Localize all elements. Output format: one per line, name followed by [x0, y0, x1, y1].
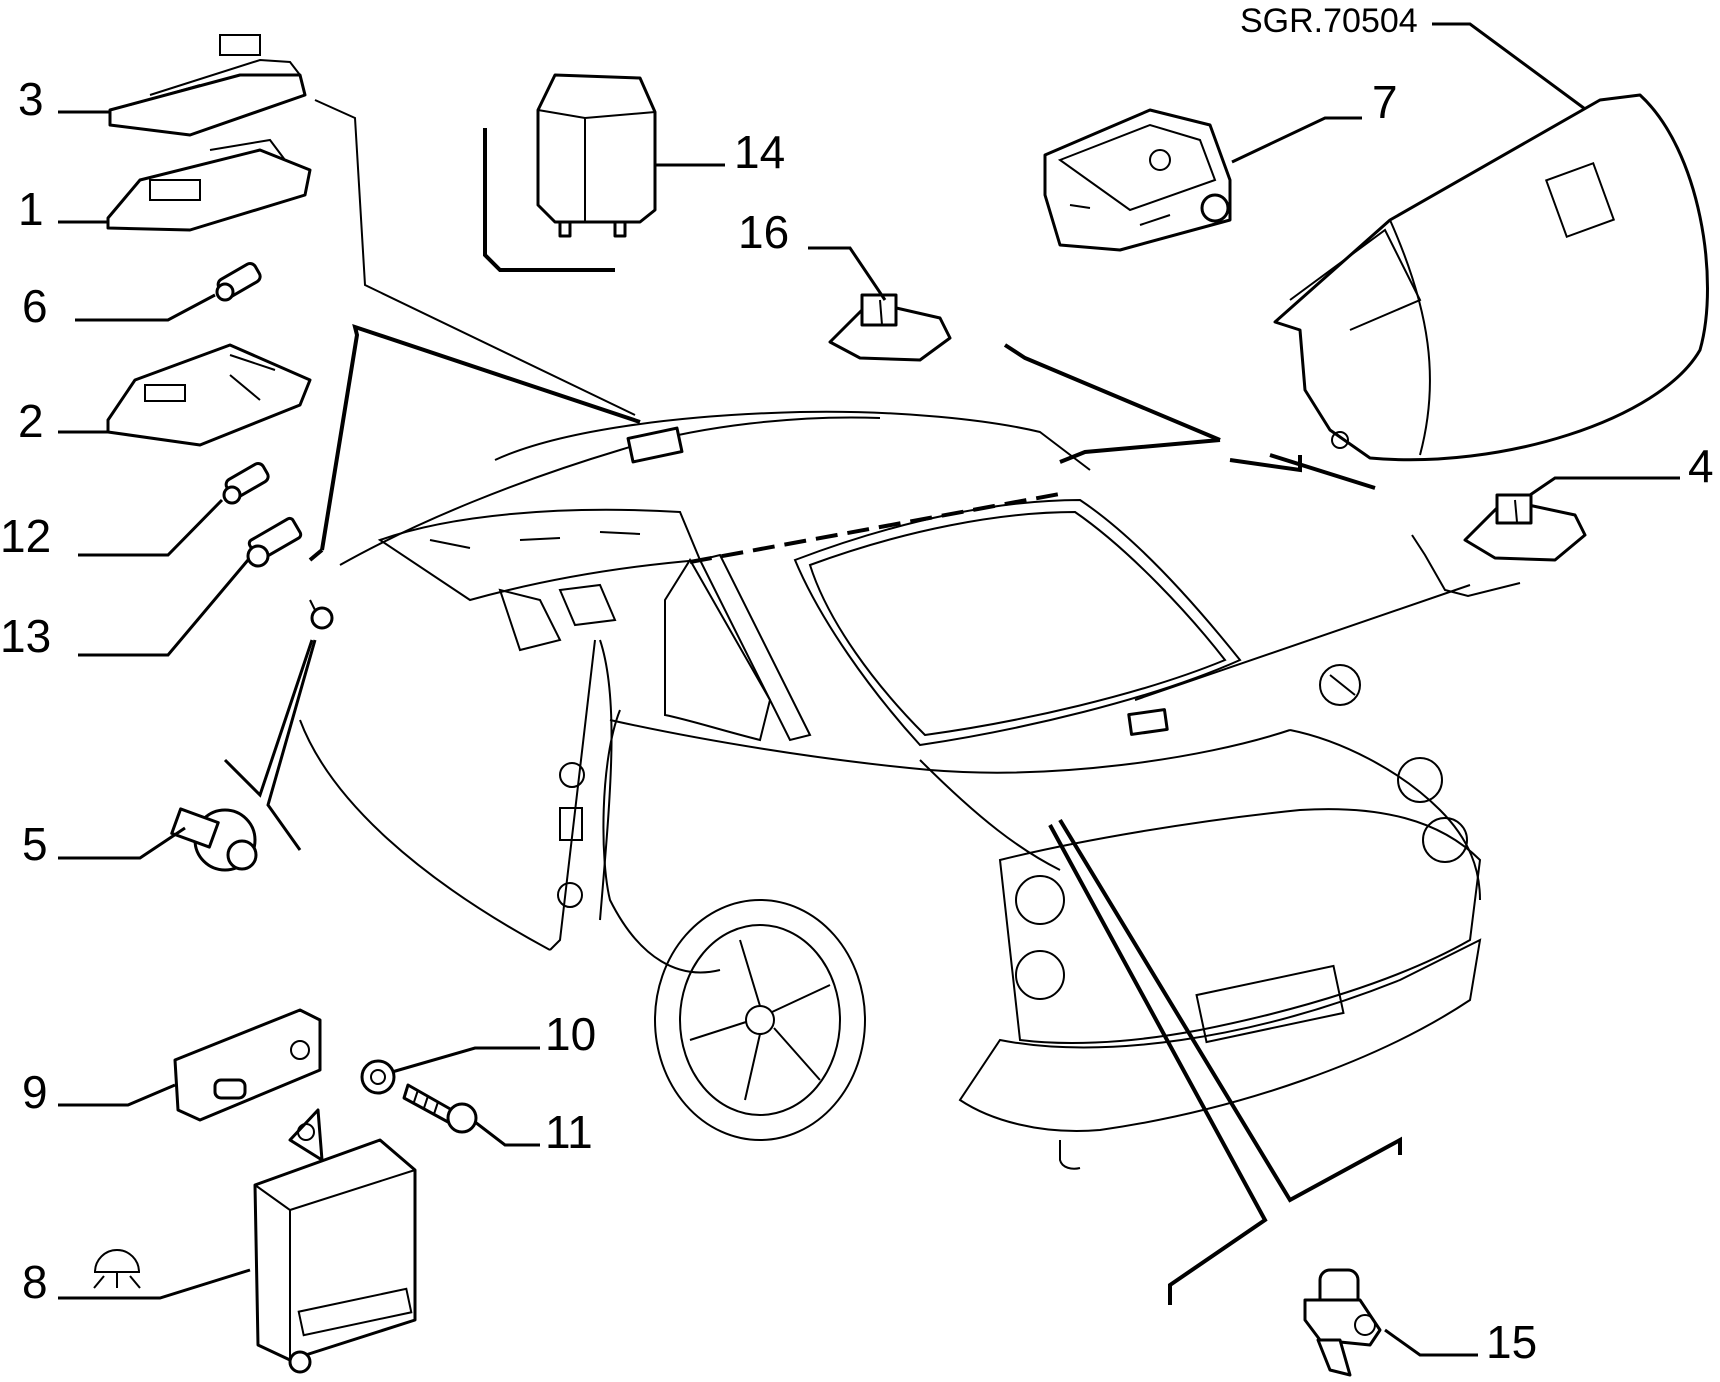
callout-4: 4 [1688, 440, 1714, 492]
callout-16: 16 [738, 206, 789, 258]
callout-3: 3 [18, 73, 44, 125]
leader-7 [1231, 116, 1362, 164]
callout-7: 7 [1372, 76, 1398, 128]
leader-5-car [223, 639, 314, 798]
callout-5: 5 [22, 818, 48, 870]
relay-location-bracket [483, 128, 615, 272]
location-lines [308, 99, 1521, 1305]
callout-8: 8 [22, 1256, 48, 1308]
part-9-bracket [173, 1008, 322, 1122]
callout-1: 1 [18, 183, 44, 235]
part-3-courtesy-light-housing [108, 34, 307, 137]
callout-11: 11 [545, 1106, 593, 1158]
part-15-bonnet-switch [1303, 1268, 1382, 1377]
part-1-courtesy-light [106, 138, 312, 232]
part-2-courtesy-light [106, 343, 312, 447]
part-12-bulb [222, 462, 270, 505]
part-4-light [1463, 493, 1587, 562]
callout-9: 9 [22, 1066, 48, 1118]
part-16-light [828, 293, 952, 362]
callout-10: 10 [545, 1008, 596, 1060]
part-6-bulb [215, 262, 262, 302]
callout-13: 13 [0, 610, 51, 662]
part-11-screw [402, 1083, 478, 1134]
callout-15: 15 [1486, 1316, 1537, 1368]
leader-15 [1384, 1328, 1478, 1357]
callout-2: 2 [18, 395, 44, 447]
leader-8 [58, 1268, 251, 1300]
part-8-control-unit [253, 1108, 417, 1374]
leader-6 [75, 293, 216, 322]
part-13-bulb [246, 516, 303, 568]
glove-box [1273, 93, 1709, 462]
reference-leader [1432, 22, 1601, 122]
drawing-reference: SGR.70504 [1240, 2, 1418, 40]
leader-5 [58, 826, 186, 860]
part-10-washer [360, 1059, 396, 1095]
leader-10 [391, 1046, 540, 1074]
callout-14: 14 [734, 126, 785, 178]
dome-light-icon [93, 1249, 141, 1289]
part-14-relay [536, 73, 657, 238]
part-5-door-switch [170, 599, 334, 872]
leader-9 [58, 1083, 176, 1107]
leader-11 [474, 1120, 540, 1147]
part-7-glove-box-light [1043, 108, 1232, 252]
leader-13 [78, 559, 250, 657]
callout-6: 6 [22, 280, 48, 332]
callout-12: 12 [0, 510, 51, 562]
car-body [299, 410, 1482, 1170]
leader-16 [808, 246, 887, 301]
leader-4 [1529, 476, 1680, 497]
leader-5-car-b [266, 639, 317, 851]
leader-12 [78, 498, 224, 557]
